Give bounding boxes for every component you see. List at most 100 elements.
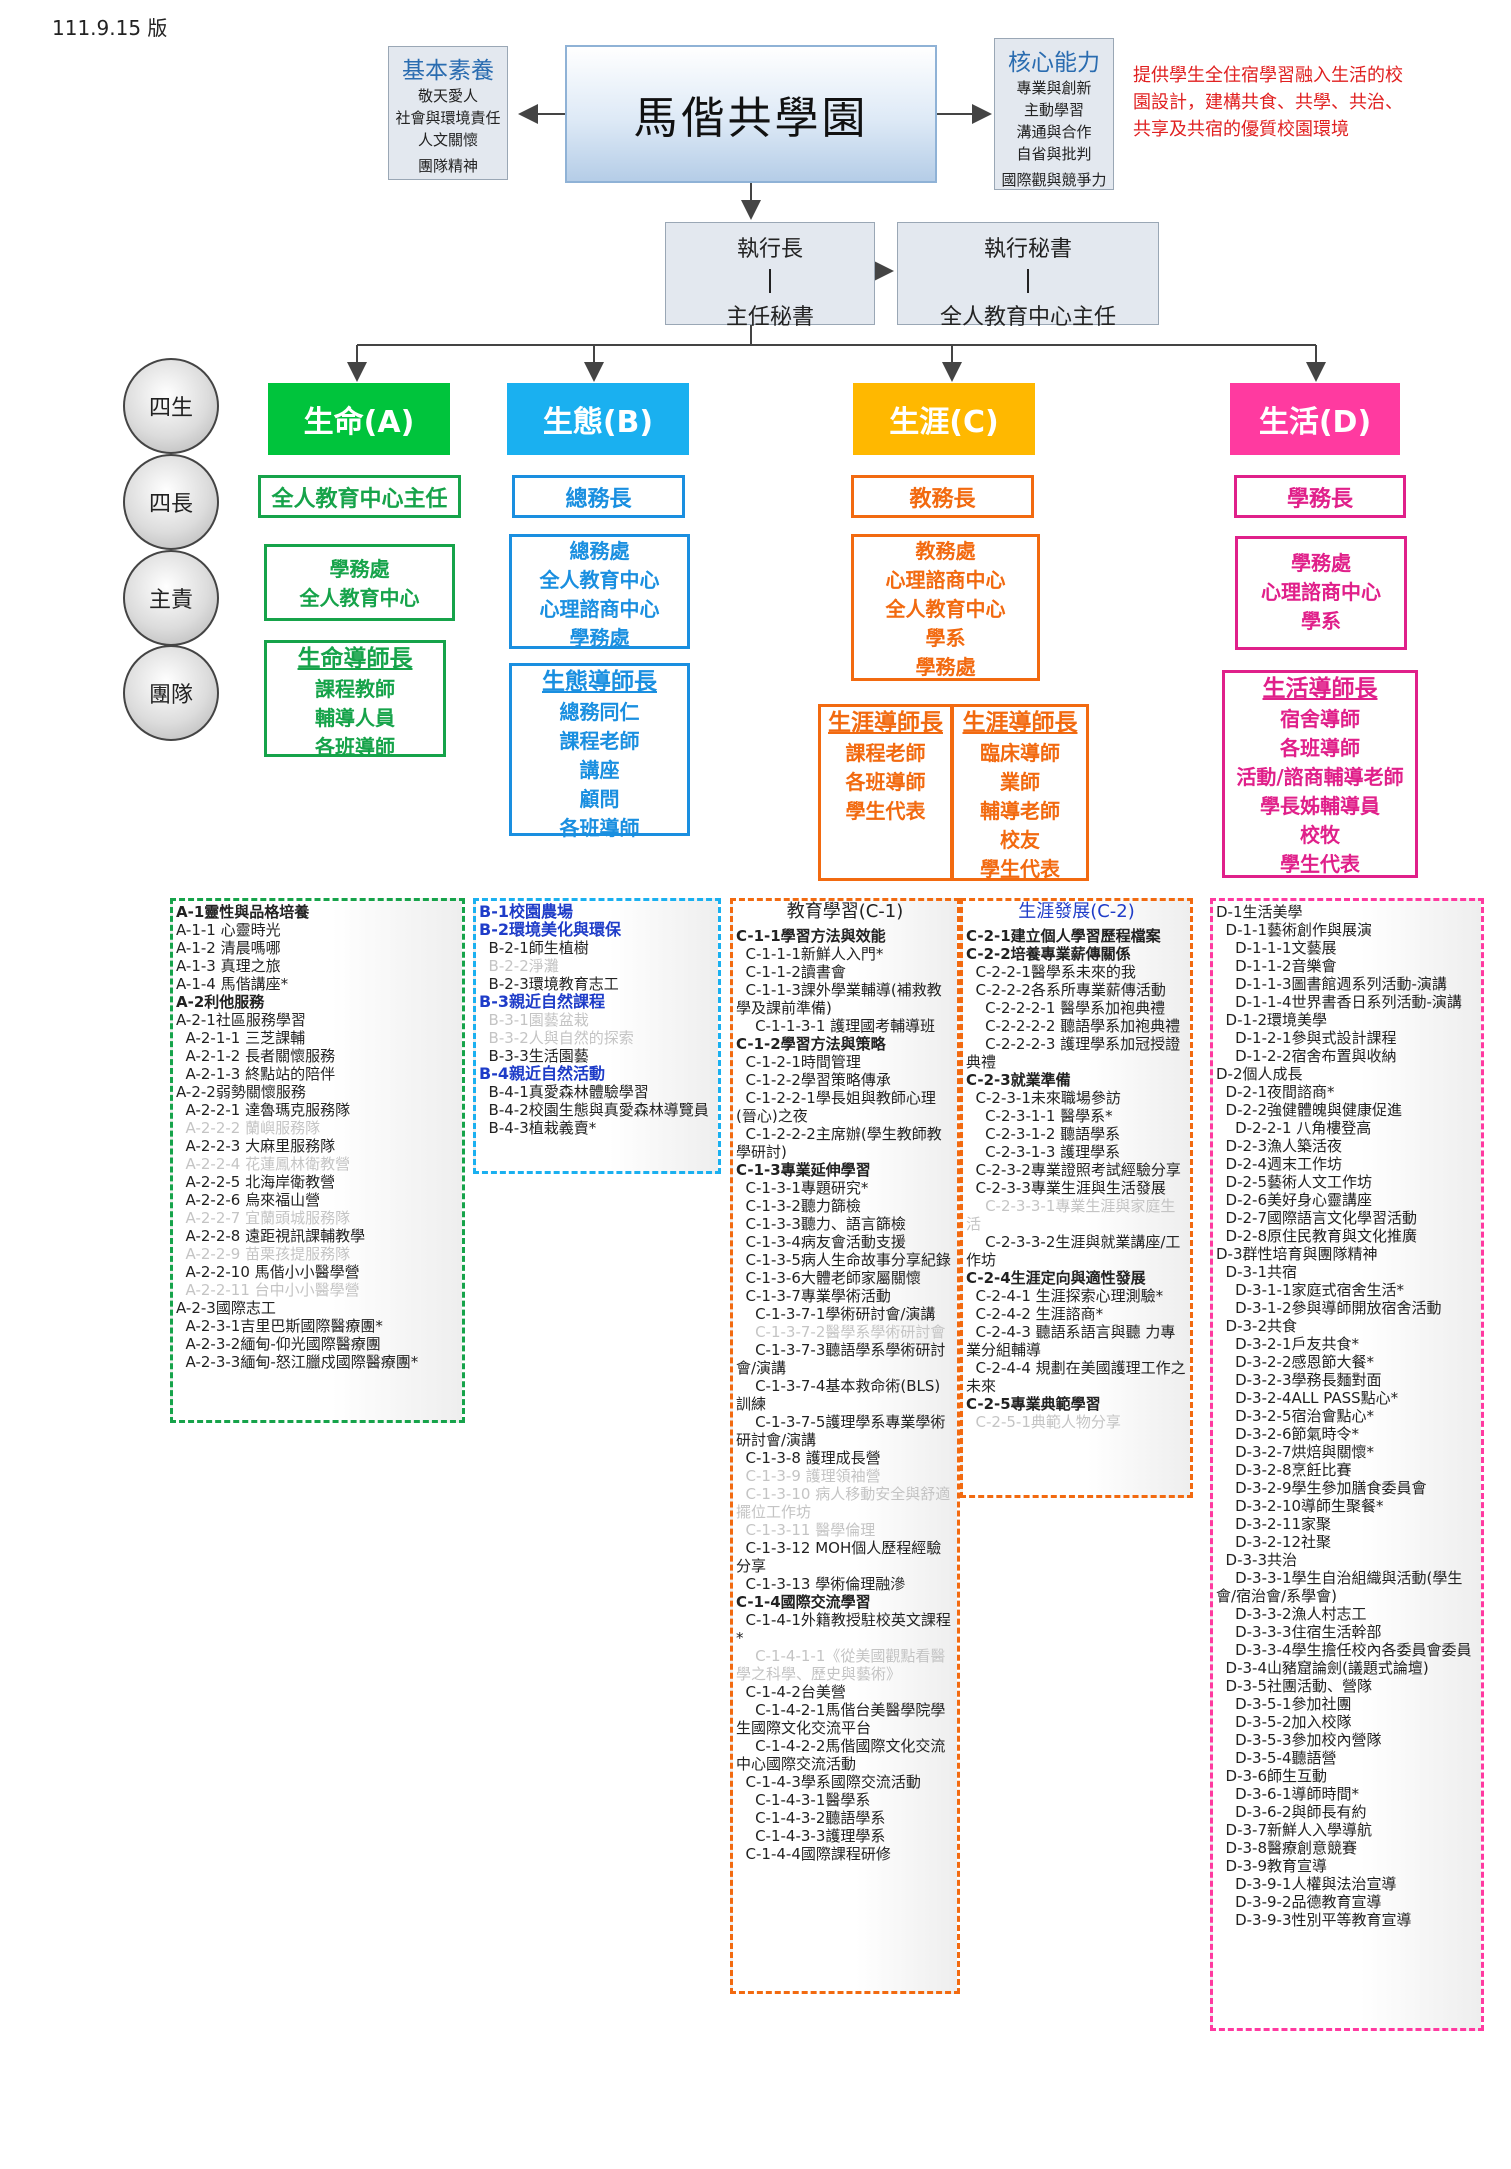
list-item: D-1-1-1文藝展	[1216, 939, 1337, 957]
core-competency-item: 專業與創新	[1016, 79, 1092, 97]
list-item: D-2個人成長	[1216, 1065, 1303, 1083]
list-item: A-1-1 心靈時光	[176, 921, 281, 939]
list-item: B-2-2淨灘	[479, 957, 559, 975]
responsible-unit: 心理諮商中心	[885, 568, 1006, 592]
row-label-four-life: 四生	[123, 358, 219, 454]
list-item: D-3-2-11家聚	[1216, 1515, 1332, 1533]
list-item: D-3-2-3學務長麵對面	[1216, 1371, 1382, 1389]
list-item: C-1-4-2台美營	[736, 1683, 846, 1701]
list-item: C-1-1-2讀書會	[736, 963, 846, 981]
core-competency-item: 自省與批判	[1016, 145, 1092, 163]
basic-literacy-item: 社會與環境責任	[395, 109, 501, 127]
responsible-ecology-b: 總務處 全人教育中心 心理諮商中心 學務處	[509, 534, 690, 650]
basic-literacy-item: 人文關懷	[417, 131, 478, 149]
list-item: A-2-2-4 花蓮鳳林衛教營	[176, 1155, 351, 1173]
list-item: D-3-3-1學生自治組織與活動(學生會/宿治會/系學會)	[1216, 1569, 1463, 1605]
list-item: C-1-1學習方法與效能	[736, 927, 886, 945]
list-item: C-2-1建立個人學習歷程檔案	[966, 927, 1161, 945]
list-item: D-1-1-4世界書香日系列活動-演講	[1216, 993, 1462, 1011]
list-item: D-3-9-1人權與法治宣導	[1216, 1875, 1397, 1893]
list-item: C-2-3-1-2 聽語學系	[966, 1125, 1121, 1143]
team-ecology-b: 生態導師長 總務同仁 課程老師 講座 顧問 各班導師	[509, 663, 690, 840]
list-item: A-2-1-2 長者關懷服務	[176, 1047, 336, 1065]
responsible-living-d: 學務處 心理諮商中心 學系	[1235, 536, 1407, 650]
list-item: C-1-4-2-1馬偕台美醫學院學生國際文化交流平台	[736, 1701, 946, 1737]
team-heading: 生活導師長	[1262, 676, 1378, 702]
holistic-center-director-title: 全人教育中心主任	[939, 305, 1116, 330]
list-item: C-1-3-4病友會活動支援	[736, 1233, 906, 1251]
responsible-unit: 心理諮商中心	[539, 597, 660, 621]
list-item: D-3-6-1導師時間*	[1216, 1785, 1359, 1803]
list-item: C-2-2-2-3 護理學系加冠授證典禮	[966, 1035, 1181, 1071]
team-member: 課程老師	[559, 729, 640, 753]
list-item: D-2-4週末工作坊	[1216, 1155, 1343, 1173]
list-item: C-1-3-3聽力、語言篩檢	[736, 1215, 906, 1233]
list-item: C-1-3-5病人生命故事分享紀錄	[736, 1251, 951, 1269]
list-item: D-3-3-3住宿生活幹部	[1216, 1623, 1382, 1641]
list-item: D-1-2環境美學	[1216, 1011, 1328, 1029]
lead-ecology-b: 總務長	[512, 475, 685, 518]
team-heading: 生涯導師長	[828, 710, 943, 736]
list-item: A-2-2-1 達魯瑪克服務隊	[176, 1101, 351, 1119]
list-item: D-3-2共食	[1216, 1317, 1298, 1335]
list-item: D-1-2-2宿舍布置與收納	[1216, 1047, 1397, 1065]
list-item: D-3-5-2加入校隊	[1216, 1713, 1352, 1731]
list-item: D-2-7國際語言文化學習活動	[1216, 1209, 1418, 1227]
team-member: 各班導師	[1280, 736, 1360, 760]
list-item: C-1-1-1新鮮人入門*	[736, 945, 884, 963]
list-item: B-3親近自然課程	[479, 992, 605, 1011]
list-item: D-2-3漁人築活夜	[1216, 1137, 1343, 1155]
core-competency-heading: 核心能力	[1008, 50, 1100, 76]
category-ecology-b: 生態(B)	[507, 383, 689, 455]
list-item: C-1-2-2學習策略傳承	[736, 1071, 891, 1089]
list-item: C-1-3專業延伸學習	[736, 1161, 871, 1179]
team-member: 課程老師	[845, 741, 926, 765]
list-item: A-2-3-2緬甸-仰光國際醫療團	[176, 1335, 381, 1353]
team-member: 顧問	[579, 787, 620, 811]
list-item: C-2-3-3-2生涯與就業講座/工作坊	[966, 1233, 1181, 1269]
team-living-d: 生活導師長 宿舍導師 各班導師 活動/諮商輔導老師 學長姊輔導員 校牧 學生代表	[1222, 670, 1418, 878]
list-item: D-1-1-3圖書館週系列活動-演講	[1216, 975, 1447, 993]
list-item: D-3-5-1參加社團	[1216, 1695, 1352, 1713]
list-item: C-1-3-6大體老師家屬關懷	[736, 1269, 921, 1287]
list-item: D-3-2-4ALL PASS點心*	[1216, 1389, 1399, 1407]
list-item: C-2-4-1 生涯探索心理測驗*	[966, 1287, 1164, 1305]
list-item: D-2-6美好身心靈講座	[1216, 1191, 1373, 1209]
list-item: D-3-1共宿	[1216, 1263, 1298, 1281]
list-item: C-1-4-3-1醫學系	[736, 1791, 871, 1809]
page-title: 馬偕共學園	[565, 45, 937, 183]
row-label-responsible: 主責	[123, 550, 219, 646]
list-item: C-1-4-1外籍教授駐校英文課程*	[736, 1611, 951, 1647]
team-career-c-2: 生涯導師長 臨床導師 業師 輔導老師 校友 學生代表	[951, 704, 1089, 881]
list-item: A-2-2-8 遠距視訊課輔教學	[176, 1227, 366, 1245]
team-career-c-1: 生涯導師長 課程老師 各班導師 學生代表	[818, 704, 953, 881]
list-item: B-2環境美化與環保	[479, 920, 621, 939]
list-item: D-3-2-10導師生聚餐*	[1216, 1497, 1384, 1515]
team-member: 學生代表	[1280, 852, 1360, 876]
list-item: D-2-1夜間諮商*	[1216, 1083, 1335, 1101]
chief-secretary-title: 主任秘書	[725, 305, 814, 330]
responsible-career-c: 教務處 心理諮商中心 全人教育中心 學系 學務處	[851, 534, 1040, 681]
list-item: C-1-3-7-4基本救命術(BLS)訓練	[736, 1377, 941, 1413]
team-member: 總務同仁	[559, 700, 640, 724]
list-item: C-2-2培養專業薪傳關係	[966, 945, 1131, 963]
responsible-unit: 學務處	[569, 626, 630, 650]
list-item: A-2-2-11 台中小小醫學營	[176, 1281, 360, 1299]
list-item: C-2-3-1未來職場參訪	[966, 1089, 1121, 1107]
list-item: C-1-3-7-2醫學系學術研討會	[736, 1323, 946, 1341]
basic-literacy-box: 基本素養 敬天愛人 社會與環境責任 人文關懷 團隊精神	[388, 46, 508, 180]
team-member: 各班導師	[845, 770, 926, 794]
activity-list-living-d: D-1生活美學 D-1-1藝術創作與展演 D-1-1-1文藝展 D-1-1-2音…	[1210, 898, 1484, 2031]
list-item: D-3-2-7烘焙與關懷*	[1216, 1443, 1374, 1461]
list-item: D-3-6-2與師長有約	[1216, 1803, 1367, 1821]
team-life-a: 生命導師長 課程教師 輔導人員 各班導師	[264, 640, 446, 759]
list-item: B-3-2人與自然的探索	[479, 1029, 634, 1047]
list-item: C-1-4-2-2馬偕國際文化交流中心國際交流活動	[736, 1737, 946, 1773]
list-item: C-2-4-4 規劃在美國護理工作之未來	[966, 1359, 1186, 1395]
list-item: C-1-3-1專題研究*	[736, 1179, 869, 1197]
team-member: 學長姊輔導員	[1260, 794, 1380, 818]
list-item: D-3-6師生互動	[1216, 1767, 1328, 1785]
list-item: A-2-1-3 終點站的陪伴	[176, 1065, 336, 1083]
list-item: B-4-1真愛森林體驗學習	[479, 1083, 649, 1101]
list-item: C-2-4-2 生涯諮商*	[966, 1305, 1104, 1323]
